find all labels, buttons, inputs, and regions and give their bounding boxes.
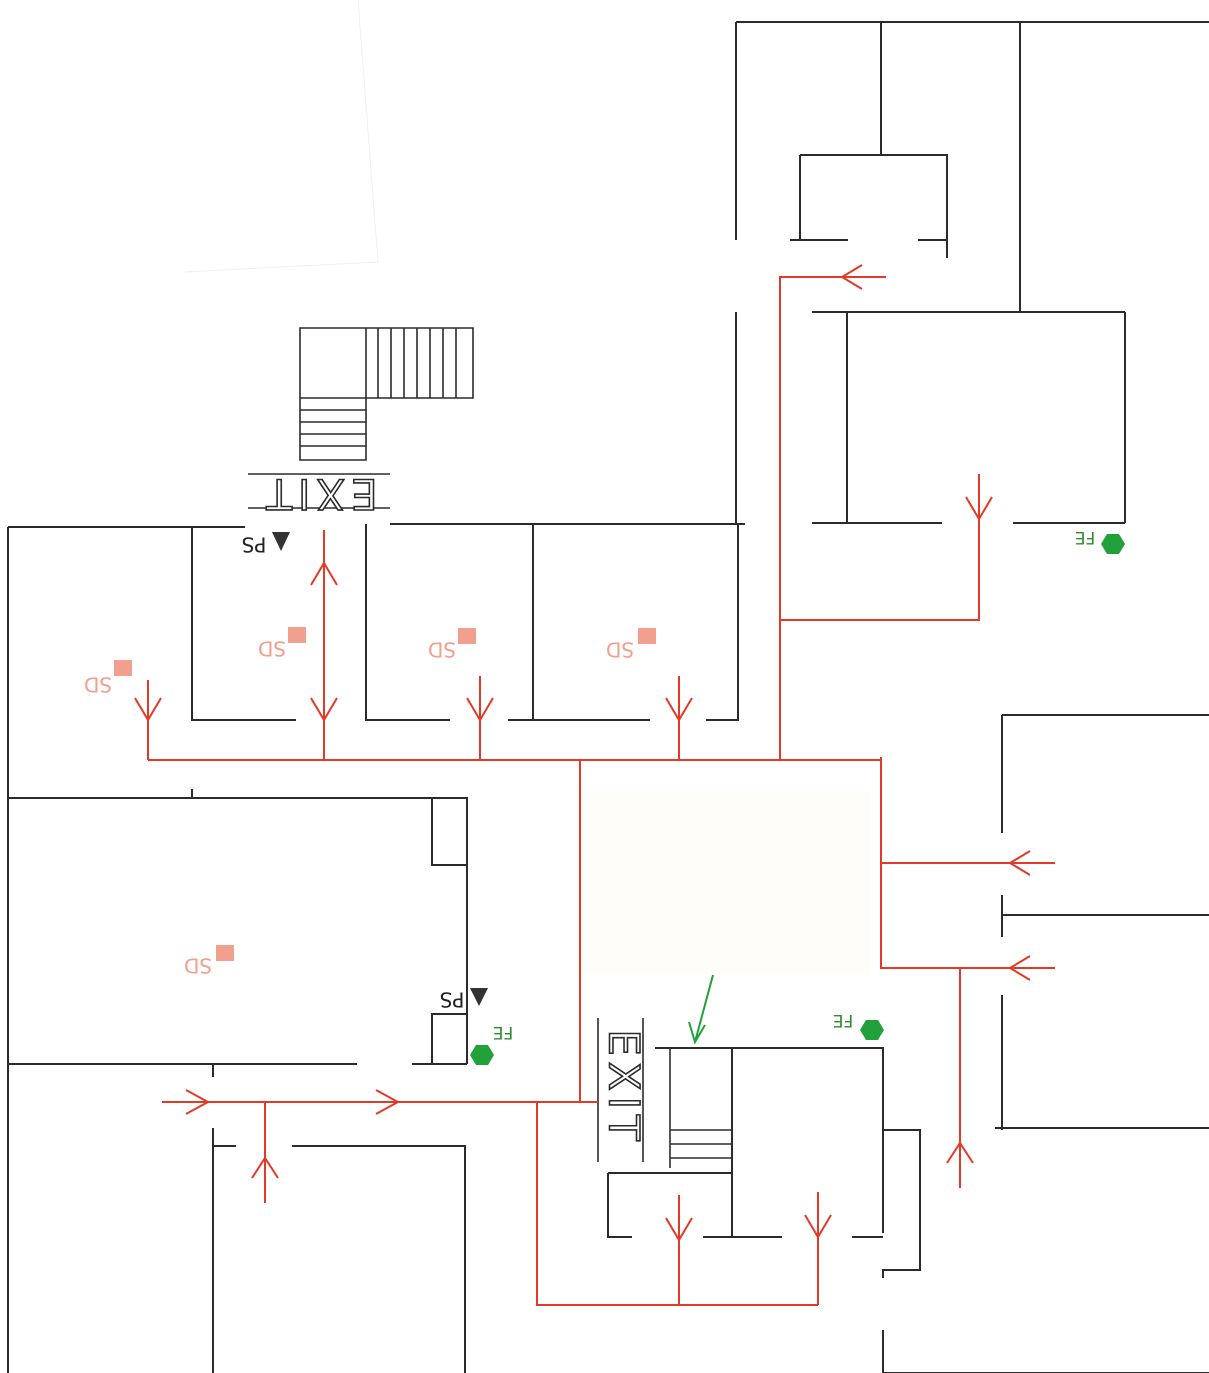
route-arrow-icon (946, 1141, 974, 1164)
stair-top (248, 327, 474, 509)
fire-extinguisher-icon (860, 1020, 884, 1040)
route-arrow-icon (310, 697, 338, 722)
smoke-detector: SD (428, 628, 476, 662)
fire-extinguisher: FE (1075, 527, 1125, 554)
route-arrow-icon (1008, 850, 1031, 876)
smoke-detector: SD (258, 627, 306, 661)
pull-stations: PS PS (242, 532, 488, 1012)
route-arrow-icon (375, 1089, 401, 1115)
evacuation-routes (147, 276, 1055, 1306)
pull-station-icon (470, 988, 488, 1006)
fe-label: FE (1075, 527, 1096, 547)
smoke-detector-icon (114, 660, 132, 676)
route-arrow-icon (665, 697, 693, 722)
walls (7, 21, 1209, 1373)
route-arrow-icon (310, 561, 338, 586)
smoke-detector-icon (216, 945, 234, 961)
pull-station: PS (242, 532, 290, 557)
route-arrow-icon (185, 1089, 211, 1115)
route-arrow-icon (804, 1214, 832, 1239)
fe-label: FE (493, 1022, 514, 1042)
route-arrow-icon (840, 264, 863, 290)
smoke-detector: SD (84, 660, 132, 697)
exit-pointer-icon (688, 974, 714, 1045)
route-arrows (134, 264, 1031, 1242)
fire-extinguisher-icon (1101, 534, 1125, 554)
stair-bottom (597, 1018, 732, 1168)
sd-label: SD (258, 637, 286, 661)
exit-label: EXIT (260, 470, 377, 519)
smoke-detector-icon (288, 627, 306, 643)
route-arrow-icon (466, 697, 494, 722)
pull-station: PS (440, 988, 488, 1012)
route-arrow-icon (665, 1217, 693, 1242)
route-arrow-icon (134, 697, 162, 722)
fe-label: FE (833, 1010, 854, 1030)
smoke-detector-icon (458, 628, 476, 644)
ps-label: PS (242, 533, 267, 557)
route-arrow-icon (251, 1156, 279, 1179)
exit-sign-bottom: EXIT (599, 1029, 650, 1148)
fire-extinguisher: FE (833, 1010, 884, 1040)
smoke-detectors: SD SD SD SD SD (84, 627, 656, 978)
paper-fold-shading (184, 0, 870, 975)
sd-label: SD (428, 638, 456, 662)
smoke-detector: SD (184, 945, 234, 978)
pull-station-icon (272, 532, 290, 551)
route-arrow-icon (965, 496, 993, 521)
sd-label: SD (84, 673, 112, 697)
smoke-detector: SD (606, 628, 656, 662)
sd-label: SD (184, 954, 212, 978)
ps-label: PS (440, 988, 465, 1012)
sd-label: SD (606, 638, 634, 662)
fire-extinguisher-icon (470, 1045, 494, 1065)
route-arrow-icon (1008, 955, 1031, 981)
exit-label: EXIT (600, 1029, 649, 1146)
fire-extinguisher: FE (470, 1022, 513, 1065)
smoke-detector-icon (638, 628, 656, 644)
fire-extinguishers: FE FE FE (470, 527, 1125, 1065)
exit-sign-top: EXIT (260, 469, 379, 520)
